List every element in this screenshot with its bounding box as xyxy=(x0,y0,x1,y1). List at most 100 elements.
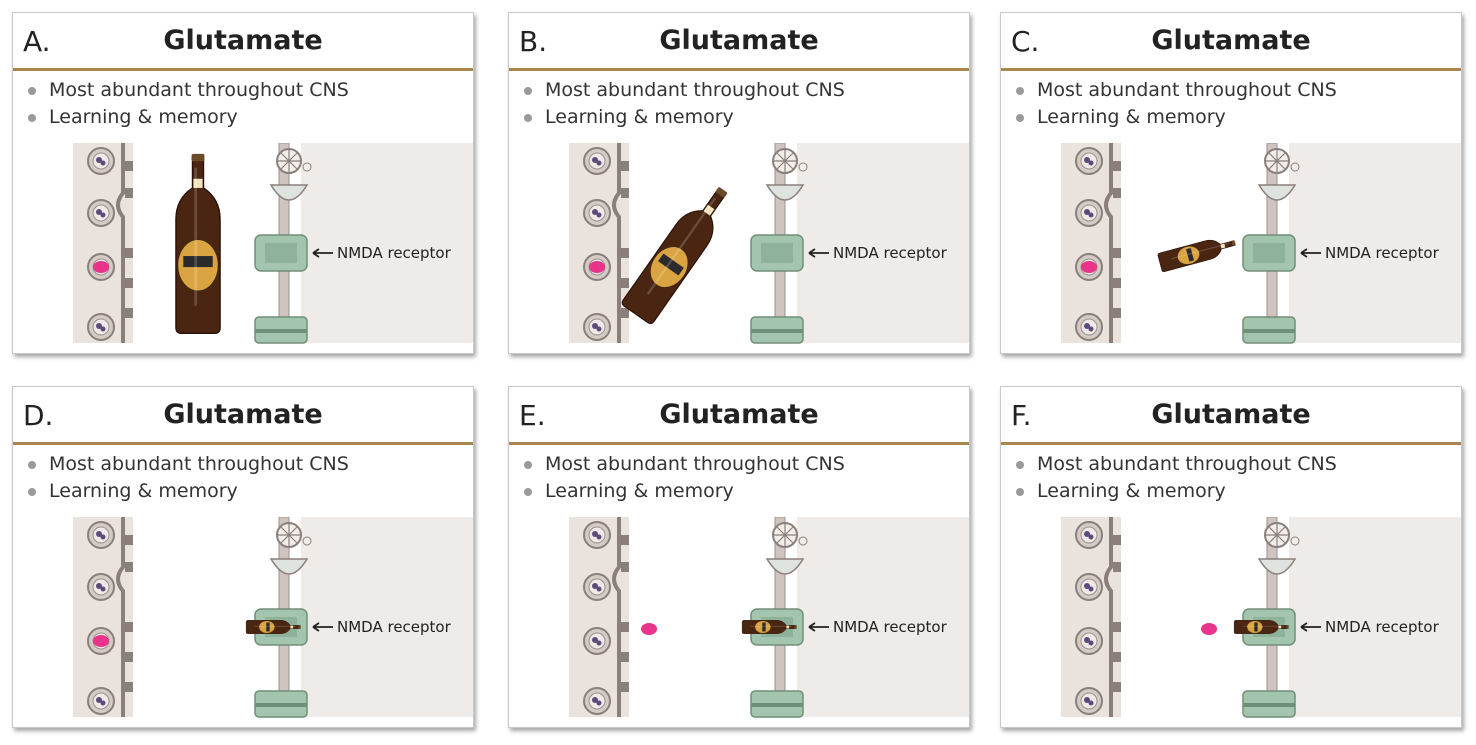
bullet-list: Most abundant throughout CNS Learning & … xyxy=(521,77,845,131)
presynaptic-membrane xyxy=(1104,517,1113,717)
bottle-highlight xyxy=(254,625,297,627)
slide-panel: A. Glutamate Most abundant throughout CN… xyxy=(12,12,474,354)
bottle-cap xyxy=(191,153,205,162)
vesicle-content-dot xyxy=(96,323,102,329)
membrane-knob xyxy=(125,248,133,258)
nmda-receptor-label: NMDA receptor xyxy=(337,244,452,262)
vesicle-content-dot xyxy=(1084,323,1090,329)
bottle-neck-label xyxy=(786,625,790,629)
small-circle xyxy=(798,536,808,546)
slide-title: Glutamate xyxy=(163,399,323,430)
synapse-diagram: NMDA receptor xyxy=(1061,517,1461,718)
vesicle-content-dot xyxy=(592,637,598,643)
bullet-dot-icon xyxy=(1016,488,1024,496)
bottle-neck-label xyxy=(1278,625,1282,629)
arrow-icon xyxy=(1300,248,1321,258)
synapse-diagram: NMDA receptor xyxy=(569,517,969,718)
upper-receptor xyxy=(765,558,805,575)
membrane-knob xyxy=(621,308,629,318)
bottle-label-band xyxy=(658,253,684,276)
bullet-dot-icon xyxy=(28,461,36,469)
bullet-text: Learning & memory xyxy=(545,480,734,502)
slide-title: Glutamate xyxy=(659,25,819,56)
vesicle-content-dot xyxy=(96,157,102,163)
membrane-knob xyxy=(1113,652,1121,662)
bullet-item: Most abundant throughout CNS xyxy=(521,77,845,104)
vesicle-content-dot xyxy=(596,534,602,540)
bottle-label-band xyxy=(183,256,213,268)
bullet-text: Most abundant throughout CNS xyxy=(49,79,349,101)
glutamate-molecule-icon xyxy=(1081,261,1097,273)
arrow-icon xyxy=(312,248,333,258)
slide-panel: D. Glutamate Most abundant throughout CN… xyxy=(12,386,474,728)
beer-bottle-icon xyxy=(621,187,728,325)
vesicle-content-dot xyxy=(96,583,102,589)
vesicle-content-dot xyxy=(592,157,598,163)
bullet-dot-icon xyxy=(524,114,532,122)
wheel-spokes xyxy=(1265,523,1289,547)
bullet-list: Most abundant throughout CNS Learning & … xyxy=(25,77,349,131)
membrane-knob xyxy=(125,278,133,288)
vesicle-content-dot xyxy=(100,212,106,218)
vesicle-content-dot xyxy=(1088,700,1094,706)
membrane-knob xyxy=(125,308,133,318)
postsynaptic-cell xyxy=(301,517,473,717)
bottle-highlight xyxy=(646,197,716,295)
vesicle-content-dot xyxy=(100,534,106,540)
title-divider xyxy=(13,442,473,445)
vesicle-content-dot xyxy=(96,697,102,703)
postsynaptic-cell xyxy=(797,143,969,343)
lower-receptor-band xyxy=(751,329,803,333)
membrane-knob xyxy=(621,535,629,545)
bottle-label-band xyxy=(1254,622,1258,632)
membrane-knob xyxy=(621,248,629,258)
vesicle-content-dot xyxy=(596,700,602,706)
bullet-item: Learning & memory xyxy=(25,104,349,131)
glutamate-molecule-icon xyxy=(589,261,605,273)
postsynaptic-cell xyxy=(797,517,969,717)
arrow-icon xyxy=(808,248,829,258)
synapse-diagram: NMDA receptor xyxy=(569,143,969,344)
arrow-icon xyxy=(1300,622,1321,632)
vesicle-content-dot xyxy=(592,323,598,329)
vesicle-content-dot xyxy=(596,212,602,218)
vesicle-content-dot xyxy=(1088,640,1094,646)
bullet-text: Learning & memory xyxy=(49,106,238,128)
slide-title: Glutamate xyxy=(1151,25,1311,56)
bullet-item: Most abundant throughout CNS xyxy=(1013,77,1337,104)
membrane-knob xyxy=(1113,308,1121,318)
vesicle-content-dot xyxy=(1088,534,1094,540)
vesicle-content-dot xyxy=(1088,212,1094,218)
membrane-knob xyxy=(125,622,133,632)
vesicle-content-dot xyxy=(1084,697,1090,703)
membrane-knob xyxy=(621,161,629,171)
bottle-neck-label xyxy=(193,178,203,188)
nmda-receptor-channel xyxy=(761,243,793,263)
membrane-knob xyxy=(1113,248,1121,258)
slide-title: Glutamate xyxy=(163,25,323,56)
beer-bottle-icon xyxy=(741,620,797,634)
membrane-knob xyxy=(1113,682,1121,692)
presynaptic-membrane xyxy=(116,517,125,717)
bullet-list: Most abundant throughout CNS Learning & … xyxy=(1013,451,1337,505)
bullet-list: Most abundant throughout CNS Learning & … xyxy=(1013,77,1337,131)
bullet-text: Learning & memory xyxy=(1037,106,1226,128)
membrane-knob xyxy=(125,682,133,692)
bottle-neck-label xyxy=(1220,243,1226,249)
bullet-list: Most abundant throughout CNS Learning & … xyxy=(25,451,349,505)
bottle-cap xyxy=(1286,625,1289,629)
vesicle-content-dot xyxy=(100,700,106,706)
bullet-item: Learning & memory xyxy=(521,478,845,505)
bottle-highlight xyxy=(194,167,198,306)
bullet-item: Most abundant throughout CNS xyxy=(25,77,349,104)
bullet-dot-icon xyxy=(28,488,36,496)
bullet-dot-icon xyxy=(28,114,36,122)
membrane-knob xyxy=(621,622,629,632)
panel-letter: D. xyxy=(23,399,54,432)
vesicle-content-dot xyxy=(100,326,106,332)
slide-panel: E. Glutamate Most abundant throughout CN… xyxy=(508,386,970,728)
title-divider xyxy=(509,442,969,445)
vesicle-content-dot xyxy=(592,209,598,215)
membrane-knob xyxy=(125,188,133,198)
membrane-knob xyxy=(621,188,629,198)
